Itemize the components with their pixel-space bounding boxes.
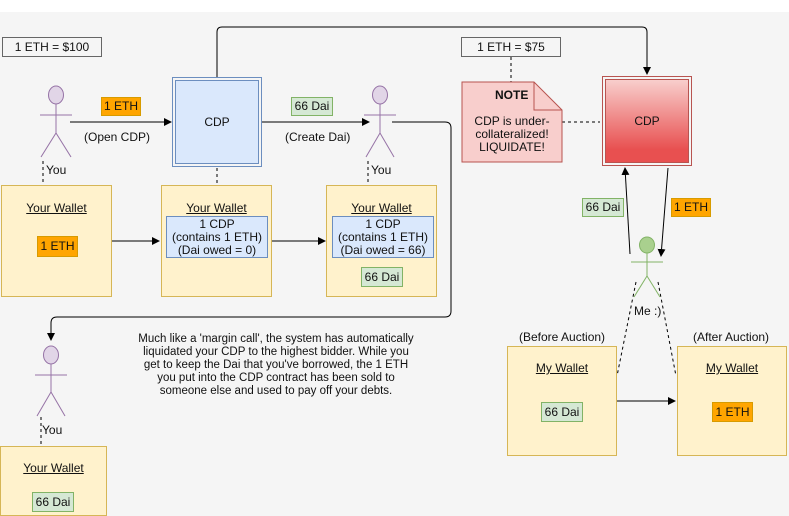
wallet-3-dai: 66 Dai bbox=[361, 267, 403, 287]
actor-you-3-label: You bbox=[42, 423, 63, 437]
cdp-liquidated-label: CDP bbox=[634, 114, 660, 128]
wallet-3: Your Wallet 1 CDP (contains 1 ETH) (Dai … bbox=[326, 185, 437, 297]
my-wallet-after-title: My Wallet bbox=[705, 361, 759, 375]
wallet-3-title: Your Wallet bbox=[351, 201, 412, 215]
price-initial: 1 ETH = $100 bbox=[2, 37, 102, 57]
wallet-2-cdp-count: 1 CDP bbox=[199, 217, 235, 231]
note-title: NOTE bbox=[495, 88, 529, 102]
actor-you-2 bbox=[364, 85, 396, 158]
price-later: 1 ETH = $75 bbox=[461, 37, 561, 57]
cdp-liquidated-box: CDP bbox=[602, 76, 692, 166]
explanation-line-4: you put into the CDP contract has been s… bbox=[157, 372, 395, 384]
wallet-2-cdp-info: 1 CDP (contains 1 ETH) (Dai owed = 0) bbox=[166, 216, 268, 258]
wallet-3-cdp-info: 1 CDP (contains 1 ETH) (Dai owed = 66) bbox=[332, 216, 434, 258]
explanation-line-2: liquidated your CDP to the highest bidde… bbox=[143, 346, 409, 358]
wallet-3-cdp-contents: (contains 1 ETH) bbox=[337, 230, 429, 244]
top-band bbox=[0, 0, 789, 12]
wallet-2-title: Your Wallet bbox=[186, 201, 247, 215]
arrow-to-liquidated-you bbox=[47, 121, 452, 341]
wallet-1: Your Wallet 1 ETH bbox=[1, 185, 112, 297]
wallet-4-dai: 66 Dai bbox=[32, 492, 74, 512]
arrow-cdp-to-liquidation bbox=[216, 26, 651, 77]
my-wallet-before-dai: 66 Dai bbox=[541, 402, 583, 422]
note-body: CDP is under- collateralized! LIQUIDATE! bbox=[462, 115, 562, 154]
label-after-auction: (After Auction) bbox=[693, 330, 770, 344]
label-create-dai: (Create Dai) bbox=[285, 130, 351, 144]
cdp-label: CDP bbox=[204, 115, 230, 129]
my-wallet-before: My Wallet 66 Dai bbox=[507, 346, 617, 456]
actor-me-label: Me :) bbox=[634, 304, 662, 318]
wallet-2-cdp-contents: (contains 1 ETH) bbox=[171, 230, 263, 244]
actor-you-1 bbox=[40, 85, 72, 158]
arrow-me-to-cdp bbox=[621, 167, 631, 255]
cdp-box: CDP bbox=[172, 77, 262, 167]
tag-eth-from-cdp: 1 ETH bbox=[671, 198, 711, 217]
note-line-3: LIQUIDATE! bbox=[479, 140, 545, 154]
wallet-4: Your Wallet 66 Dai bbox=[0, 446, 107, 516]
wallet-4-title: Your Wallet bbox=[23, 461, 84, 475]
my-wallet-after-eth: 1 ETH bbox=[712, 402, 753, 422]
actor-me bbox=[631, 236, 663, 298]
explanation-line-5: someone else and used to pay off your de… bbox=[159, 385, 393, 397]
actor-you-2-label: You bbox=[371, 163, 392, 177]
explanation-line-1: Much like a 'margin call', the system ha… bbox=[138, 333, 414, 345]
wallet-3-cdp-count: 1 CDP bbox=[365, 217, 401, 231]
note-line-2: collateralized! bbox=[475, 127, 549, 141]
wallet-1-title: Your Wallet bbox=[26, 201, 87, 215]
label-open-cdp: (Open CDP) bbox=[84, 130, 151, 144]
note-shape bbox=[461, 81, 563, 163]
actor-you-1-label: You bbox=[46, 163, 67, 177]
tag-dai-to-cdp: 66 Dai bbox=[582, 198, 624, 217]
explanation-line-3: get to keep the Dai that you've borrowed… bbox=[143, 359, 409, 371]
actor-you-3 bbox=[35, 345, 67, 417]
my-wallet-after: My Wallet 1 ETH bbox=[677, 346, 787, 456]
my-wallet-before-title: My Wallet bbox=[535, 361, 589, 375]
wallet-2-cdp-owed: (Dai owed = 0) bbox=[177, 243, 257, 257]
wallet-2: Your Wallet 1 CDP (contains 1 ETH) (Dai … bbox=[161, 185, 272, 297]
note-line-1: CDP is under- bbox=[474, 114, 550, 128]
explanation-text: Much like a 'margin call', the system ha… bbox=[118, 333, 434, 398]
label-before-auction: (Before Auction) bbox=[519, 330, 606, 344]
tag-dai-create: 66 Dai bbox=[291, 97, 333, 116]
wallet-3-cdp-owed: (Dai owed = 66) bbox=[340, 243, 426, 257]
wallet-1-eth: 1 ETH bbox=[37, 236, 78, 257]
tag-eth-open: 1 ETH bbox=[101, 97, 141, 116]
arrow-cdp-to-me bbox=[657, 167, 669, 257]
